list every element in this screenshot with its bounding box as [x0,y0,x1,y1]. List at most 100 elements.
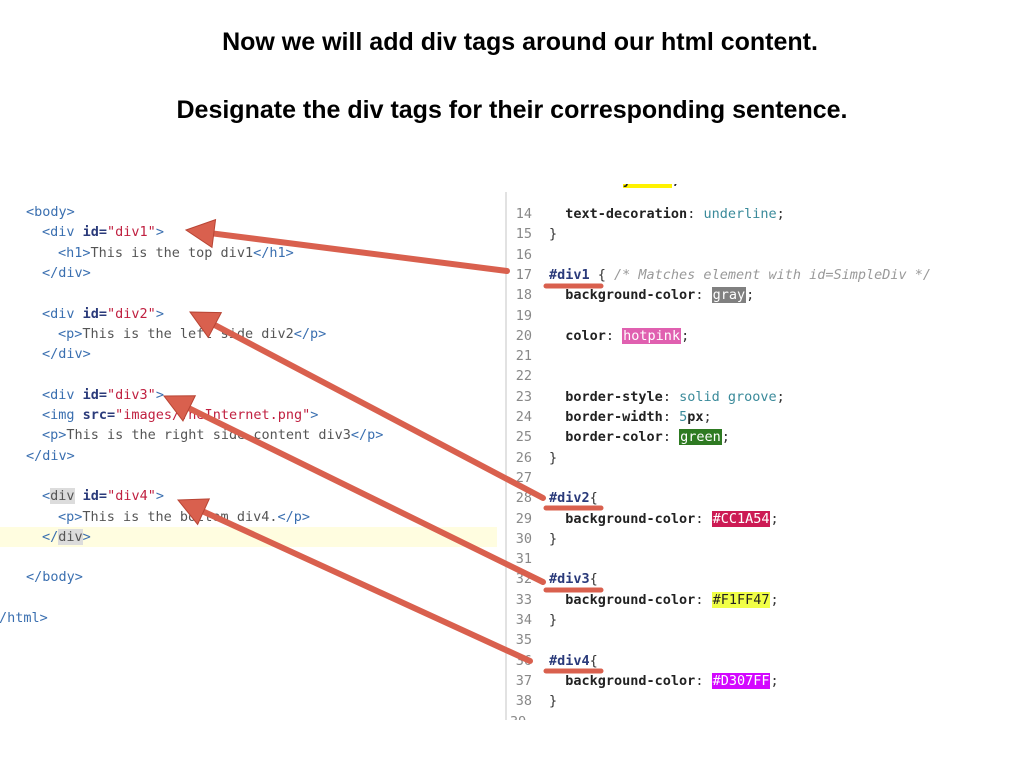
html-code-token: div [50,488,75,505]
css-code-token: } [549,226,558,243]
css-line-39-partial: 39 [510,714,550,720]
css-code-token [549,409,565,425]
html-code-token: > [310,407,319,423]
html-code-token: </div> [42,346,91,363]
html-code-token: </p> [277,508,310,525]
html-code-token: "images/TheInternet.png" [115,407,311,423]
css-code-token: background-color [565,287,696,304]
css-code-token: { [589,652,598,669]
css-code-token: ; [681,327,690,344]
css-code-line: } [549,529,557,549]
css-line-number: 17 [515,266,532,283]
html-code-token: </h1> [253,244,294,261]
html-code-token: This is the right side content div3 [66,427,351,444]
css-line-number: 24 [515,409,532,425]
title-line-1: Now we will add div tags around our html… [222,28,818,56]
css-code-token: : [662,388,680,405]
html-code-line: </div> [26,446,75,466]
css-line-number: 33 [515,591,532,608]
html-code-token: "div3" [107,386,156,403]
css-code-token: ; [776,388,785,405]
css-code-token: /* Matches element with id=SimpleDiv */ [614,266,932,283]
css-color-swatch: hotpink [622,327,682,344]
css-code-line: border-color: green; [549,427,730,447]
css-code-token: px [687,409,704,425]
css-code-line: background-color: gray; [549,285,754,305]
css-code-token: } [549,530,558,547]
css-line-number: 25 [515,429,532,446]
css-line-number: 26 [515,449,532,466]
html-code-line: <div id="div4"> [42,486,164,506]
css-code-token: : [695,287,712,304]
css-color-swatch: #F1FF47 [711,591,771,608]
css-line-number: 37 [515,672,532,689]
html-code-token: /html> [0,610,48,626]
html-code-line: <div id="div3"> [42,385,164,405]
css-code-token: border-width [565,409,663,425]
css-line-number: 29 [515,510,532,527]
html-code-token: > [155,224,164,241]
css-code-token: #div3 [549,571,590,588]
css-code-line: background-color: #D307FF; [549,671,779,691]
html-code-token: <h1> [58,244,91,261]
css-line-number: 19 [515,307,532,324]
css-line-number: 30 [515,530,532,547]
html-code-token: <div [42,305,83,322]
css-code-token: color [565,327,606,344]
html-code-token: This is the top div1 [90,244,254,261]
html-code-token: </body> [26,569,83,586]
html-code-token: < [42,488,51,505]
html-code-line: </div> [42,263,91,283]
html-code-token: src= [82,407,116,423]
css-code-token: background-color [565,591,696,608]
css-line-number: 16 [515,246,532,263]
html-code-token: "div2" [107,305,156,322]
css-line-number: 36 [515,652,532,669]
css-code-token: ; [703,409,712,425]
html-code-token [75,488,83,504]
html-code-token: "div4" [107,488,156,505]
css-code-line: border-width: 5px; [549,407,712,427]
css-code-token: text-decoration [565,206,688,222]
html-code-token: <div [42,224,83,241]
html-code-token: </p> [350,427,384,444]
css-code-token: ; [776,206,785,222]
css-code-token: { [589,266,615,283]
html-code-token: This is the bottom div4. [82,508,278,525]
css-code-line: background-color: #CC1A54; [549,509,779,529]
css-code-line: background-color: #F1FF47; [549,590,779,610]
css-line-number: 20 [515,327,532,344]
css-code-line: #div3{ [549,569,598,589]
html-code-token: > [155,488,164,505]
css-code-line: } [549,691,557,711]
html-code-line: <div id="div2"> [42,304,164,324]
css-line-number: 27 [515,469,532,486]
css-code-line: text-decoration: underline; [549,204,785,224]
css-code-token: : [695,672,712,689]
css-code-token: : [662,429,680,446]
css-color-swatch: gray [711,287,747,304]
html-code-token: <p> [58,325,83,342]
css-code-token [549,328,565,344]
html-code-token: id= [82,488,108,505]
css-code-token [549,511,565,527]
css-code-token [549,673,565,689]
css-code-token: : [662,409,680,425]
html-code-token: This is the left side div2 [82,325,294,342]
css-code-token: 5 [679,409,688,425]
css-line-number: 14 [515,206,532,222]
css-line-number: 35 [515,632,532,649]
css-code-token: border-style [565,388,663,405]
css-code-token: background-color [565,510,696,527]
html-code-line: <body> [26,202,75,222]
html-code-token: <div [42,386,83,403]
html-code-line: </div> [42,527,91,547]
html-code-token: id= [82,305,108,322]
html-code-token: </p> [293,325,327,342]
css-color-swatch: green [679,429,722,446]
css-code-token: solid groove [679,388,777,405]
css-code-line: color: hotpink; [549,326,689,346]
css-code-token: : [695,591,712,608]
html-code-line: <div id="div1"> [42,222,164,242]
html-code-token: "div1" [107,224,156,241]
